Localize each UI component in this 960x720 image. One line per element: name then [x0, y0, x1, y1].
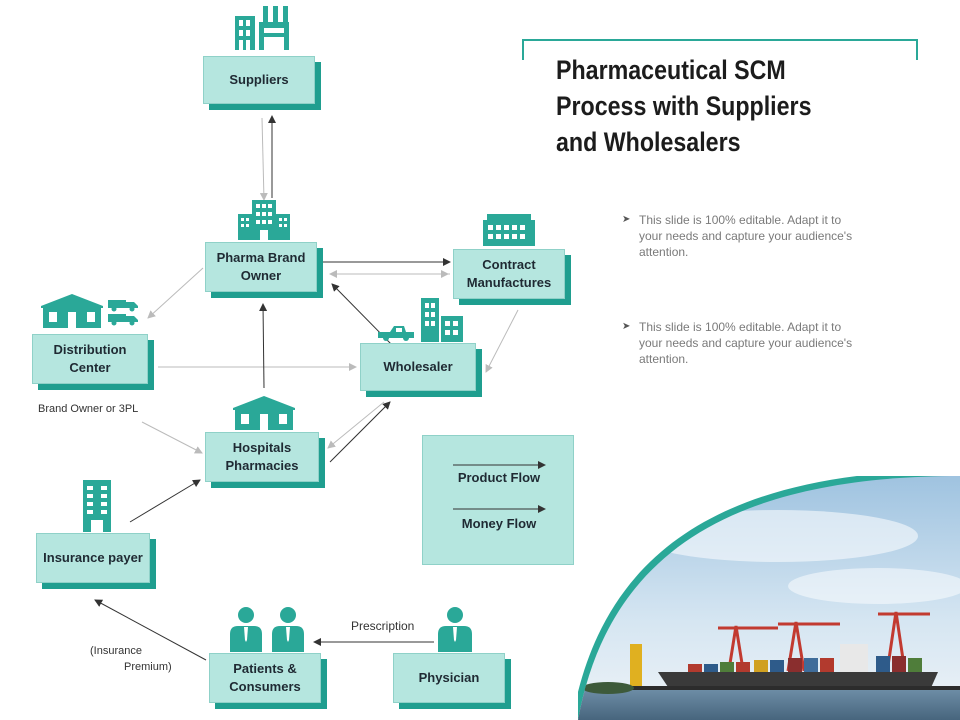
node-label: Contract Manufactures: [453, 249, 565, 299]
node-wholesaler: Wholesaler: [360, 343, 482, 397]
bullet-arrow-icon: ➤: [622, 214, 631, 225]
physician-person-icon: [438, 607, 472, 652]
people-icon: [230, 607, 304, 652]
arrow-hospitals-to-wholesaler: [329, 401, 391, 463]
node-contract-manufactures: Contract Manufactures: [453, 249, 571, 305]
arrow-pharma-to-distribution: [147, 267, 204, 319]
bullet-text: This slide is 100% editable. Adapt it to…: [639, 213, 853, 259]
node-hospitals-pharmacies: Hospitals Pharmacies: [205, 432, 325, 488]
hospital-building-icon: [233, 396, 295, 430]
arrow-contract-to-wholesaler: [485, 309, 519, 373]
factory-icon: [235, 6, 289, 50]
node-insurance-payer: Insurance payer: [36, 533, 156, 589]
node-label: Hospitals Pharmacies: [205, 432, 319, 482]
arrow-3pl-to-hospitals: [141, 421, 203, 454]
arrow-hospitals-to-pharma: [259, 303, 268, 389]
bullet-1: ➤ This slide is 100% editable. Adapt it …: [622, 212, 862, 260]
warehouse-icon: [41, 294, 103, 328]
node-label: Patients & Consumers: [209, 653, 321, 703]
legend-money-flow: Money Flow: [461, 516, 537, 531]
arrow-patients-to-insurance: [94, 599, 207, 661]
node-label: Wholesaler: [360, 343, 476, 391]
bullet-arrow-icon: ➤: [622, 321, 631, 332]
label-insurance-premium-2: Premium): [124, 661, 172, 673]
manufacturing-plant-icon: [483, 214, 535, 246]
node-physician: Physician: [393, 653, 511, 709]
arrow-suppliers-to-pharma: [259, 117, 268, 201]
arrow-insurance-to-hospitals: [129, 479, 201, 523]
delivery-trucks-icon: [108, 300, 138, 326]
office-building-icon: [238, 200, 290, 240]
node-label: Pharma Brand Owner: [205, 242, 317, 292]
bullet-text: This slide is 100% editable. Adapt it to…: [639, 320, 853, 366]
legend-product-arrow: [453, 461, 546, 513]
node-distribution-center: Distribution Center: [32, 334, 154, 390]
title-frame-mask: [520, 60, 920, 100]
node-label: Insurance payer: [36, 533, 150, 583]
node-label: Suppliers: [203, 56, 315, 104]
port-photo: [578, 476, 960, 720]
node-pharma-brand-owner: Pharma Brand Owner: [205, 242, 323, 298]
bullet-2: ➤ This slide is 100% editable. Adapt it …: [622, 319, 862, 367]
label-prescription: Prescription: [351, 619, 415, 633]
page-title: Pharmaceutical SCM Process with Supplier…: [556, 55, 812, 157]
city-buildings-icon: [421, 298, 463, 342]
label-brand-owner-3pl: Brand Owner or 3PL: [38, 403, 139, 415]
node-label: Distribution Center: [32, 334, 148, 384]
node-suppliers: Suppliers: [203, 56, 321, 110]
legend: Product Flow Money Flow: [422, 435, 574, 565]
insurance-tower-icon: [83, 480, 111, 532]
node-label: Physician: [393, 653, 505, 703]
arrow-wholesaler-to-hospitals: [327, 401, 385, 449]
pickup-truck-icon: [378, 326, 414, 341]
label-insurance-premium-1: (Insurance: [90, 645, 142, 657]
node-patients-consumers: Patients & Consumers: [209, 653, 327, 709]
legend-product-flow: Product Flow: [457, 470, 541, 485]
